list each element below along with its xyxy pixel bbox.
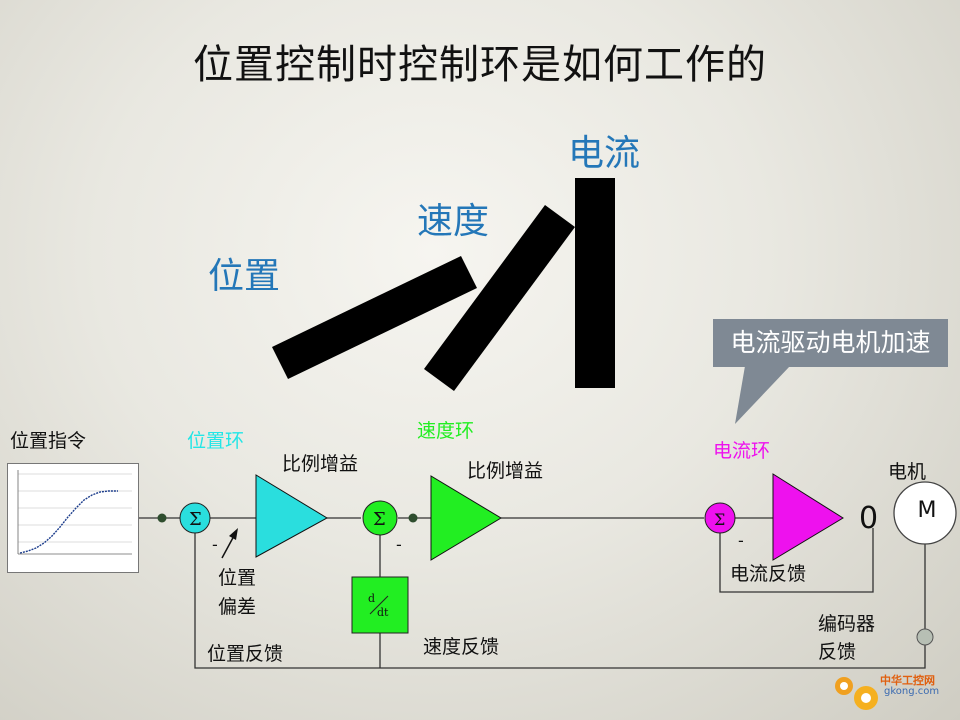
encoder-icon — [916, 628, 934, 646]
position-command-curve — [19, 490, 118, 554]
motor-icon — [893, 481, 957, 545]
position-gain-label: 比例增益 — [282, 453, 359, 475]
cascade-label-current: 电流 — [568, 133, 641, 174]
zero-label: 0 — [859, 501, 878, 536]
current-feedback-label: 电流反馈 — [730, 563, 807, 585]
position-feedback-wire — [194, 533, 926, 669]
callout-current-accelerates: 电流驱动电机加速 — [713, 319, 948, 367]
speed-feedback-label: 速度反馈 — [423, 636, 500, 658]
derivative-block — [351, 576, 409, 634]
speed-gain-block — [430, 475, 502, 561]
watermark-text: gkong.com — [884, 686, 940, 697]
minus-current: - — [738, 531, 744, 550]
speed-loop-label: 速度环 — [417, 420, 475, 442]
deriv-d: d — [368, 592, 375, 605]
position-command-chart — [7, 463, 139, 573]
cascade-label-position: 位置 — [208, 256, 281, 297]
current-feedback-wire — [719, 528, 874, 593]
page-title: 位置控制时控制环是如何工作的 — [193, 42, 767, 88]
position-sum-junction — [179, 502, 211, 534]
position-bar — [272, 256, 477, 379]
current-bar — [575, 178, 615, 388]
position-error-label-2: 偏差 — [218, 596, 257, 618]
sum-symbol-1: Σ — [189, 509, 202, 530]
command-node — [157, 513, 167, 523]
speed-gain-label: 比例增益 — [467, 460, 544, 482]
deriv-dt: dt — [377, 606, 389, 619]
sum-symbol-2: Σ — [373, 509, 386, 530]
encoder-feedback-label-1: 编码器 — [818, 613, 876, 635]
watermark-logo: 中华工控网 — [832, 668, 952, 720]
current-gain-block — [772, 473, 844, 561]
speed-bar — [424, 205, 575, 391]
svg-text:中华工控网: 中华工控网 — [880, 673, 935, 687]
position-loop-label: 位置环 — [187, 430, 245, 452]
motor-label: M — [917, 498, 937, 523]
position-error-label-1: 位置 — [218, 567, 257, 589]
position-feedback-label: 位置反馈 — [207, 643, 284, 665]
motor-title: 电机 — [888, 461, 927, 483]
cascade-label-speed: 速度 — [417, 201, 490, 242]
position-error-arrow — [229, 528, 238, 540]
position-command-label: 位置指令 — [10, 430, 87, 452]
encoder-feedback-label-2: 反馈 — [818, 641, 857, 663]
minus-speed: - — [396, 535, 402, 554]
position-gain-block — [255, 474, 329, 558]
callout-pointer — [735, 366, 790, 424]
current-sum-junction — [704, 502, 736, 534]
current-loop-label: 电流环 — [713, 440, 771, 462]
speed-node — [408, 513, 418, 523]
sum-symbol-3: Σ — [714, 510, 725, 529]
speed-sum-junction — [362, 500, 398, 536]
minus-position: - — [212, 535, 218, 554]
